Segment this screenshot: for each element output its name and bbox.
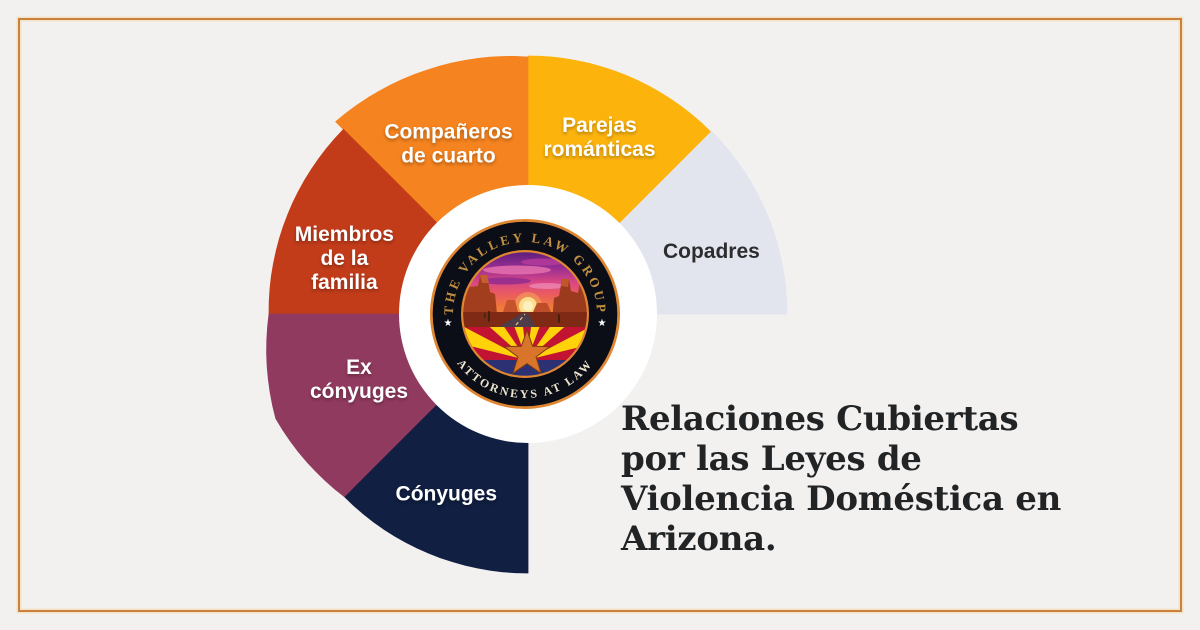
segment-label-copadres: Copadres [663, 240, 760, 263]
cactus-icon [488, 311, 490, 322]
sun-core [523, 301, 533, 311]
cloud-shape [521, 258, 565, 266]
headline: Relaciones Cubiertas por las Leyes de Vi… [621, 399, 1061, 559]
headline-line-3: Violencia Doméstica en [621, 479, 1061, 519]
headline-line-1: Relaciones Cubiertas [621, 399, 1019, 439]
arizona-star-icon [502, 328, 552, 375]
left-mesa [463, 275, 499, 322]
logo-left-star-icon: ★ [444, 318, 453, 329]
distant-mesa [503, 300, 518, 312]
road [499, 313, 536, 327]
cactus-icon [558, 314, 560, 323]
cloud-shape [479, 277, 531, 285]
distant-mesa [533, 303, 551, 312]
cloud-shape [529, 283, 565, 289]
left-mesa-highlight [480, 275, 489, 283]
right-mesa [552, 279, 587, 322]
cactus-icon [484, 313, 486, 318]
cloud-shape [483, 265, 551, 275]
center-logo: THE VALLEY LAW GROUP ATTORNEYS AT LAW ★ … [430, 219, 620, 409]
headline-line-2: por las Leyes de [621, 439, 922, 479]
segment-label-conyuges: Cónyuges [396, 482, 498, 505]
headline-line-4: Arizona. [621, 519, 777, 559]
logo-right-star-icon: ★ [598, 318, 607, 329]
road-centerline [515, 313, 526, 326]
right-mesa-highlight [561, 279, 569, 287]
